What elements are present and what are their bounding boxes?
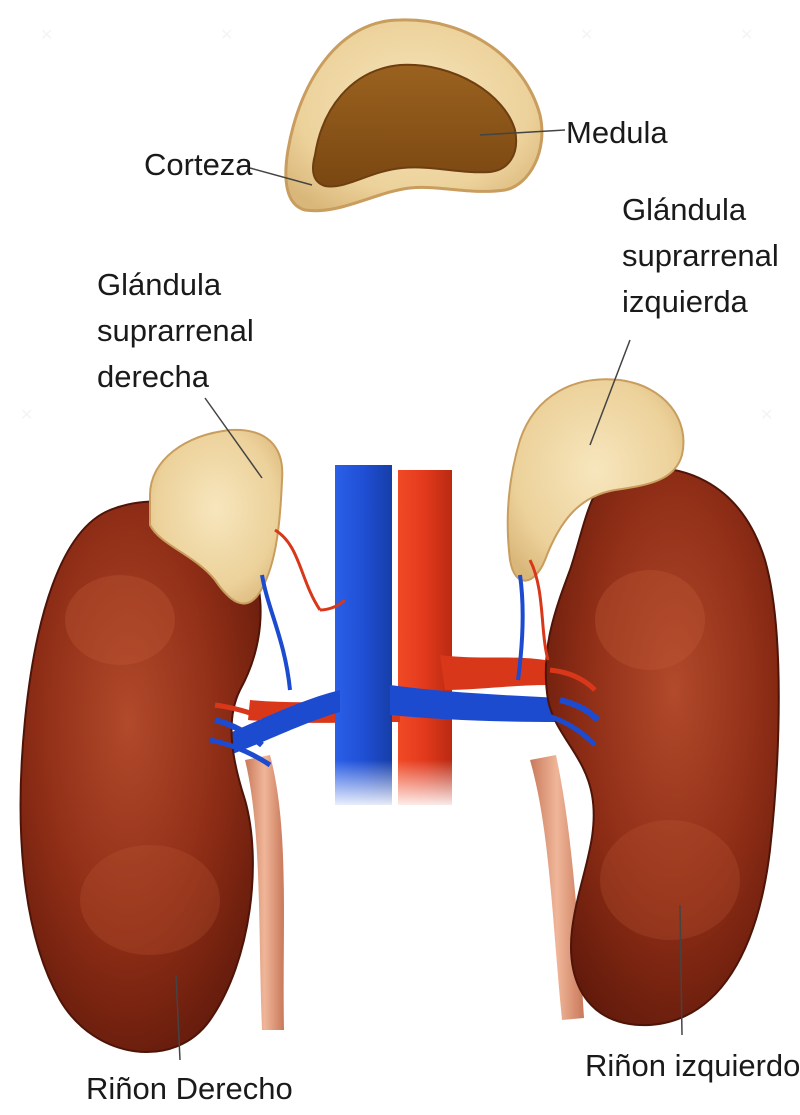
svg-text:✕: ✕ — [760, 405, 773, 424]
left-kidney-group — [508, 379, 779, 1025]
right-kidney-group — [21, 430, 345, 1052]
svg-text:✕: ✕ — [20, 405, 33, 424]
label-corteza-text: Corteza — [144, 142, 253, 188]
svg-text:✕: ✕ — [220, 25, 233, 44]
label-corteza: Corteza — [144, 142, 253, 188]
label-left-kidney: Riñon izquierdo — [585, 1043, 800, 1089]
label-right-gland-line-2: suprarrenal — [97, 308, 254, 354]
label-left-gland-line-3: izquierda — [622, 279, 779, 325]
label-right-kidney: Riñon Derecho — [86, 1066, 293, 1112]
renal-artery-left — [440, 655, 548, 690]
label-left-kidney-text: Riñon izquierdo — [585, 1043, 800, 1089]
adrenal-cross-section — [286, 20, 542, 211]
label-right-gland-line-1: Glándula — [97, 262, 254, 308]
vena-cava — [335, 465, 392, 805]
label-right-adrenal-gland: Glándula suprarrenal derecha — [97, 262, 254, 400]
aorta — [398, 470, 452, 805]
svg-text:✕: ✕ — [740, 25, 753, 44]
label-right-kidney-text: Riñon Derecho — [86, 1066, 293, 1112]
left-kidney — [546, 468, 779, 1026]
renal-vein-left — [390, 685, 560, 722]
label-medula: Medula — [566, 110, 668, 156]
svg-text:✕: ✕ — [40, 25, 53, 44]
svg-text:✕: ✕ — [580, 25, 593, 44]
label-right-gland-line-3: derecha — [97, 354, 254, 400]
label-left-adrenal-gland: Glándula suprarrenal izquierda — [622, 187, 779, 325]
label-left-gland-line-1: Glándula — [622, 187, 779, 233]
label-left-gland-line-2: suprarrenal — [622, 233, 779, 279]
label-medula-text: Medula — [566, 110, 668, 156]
